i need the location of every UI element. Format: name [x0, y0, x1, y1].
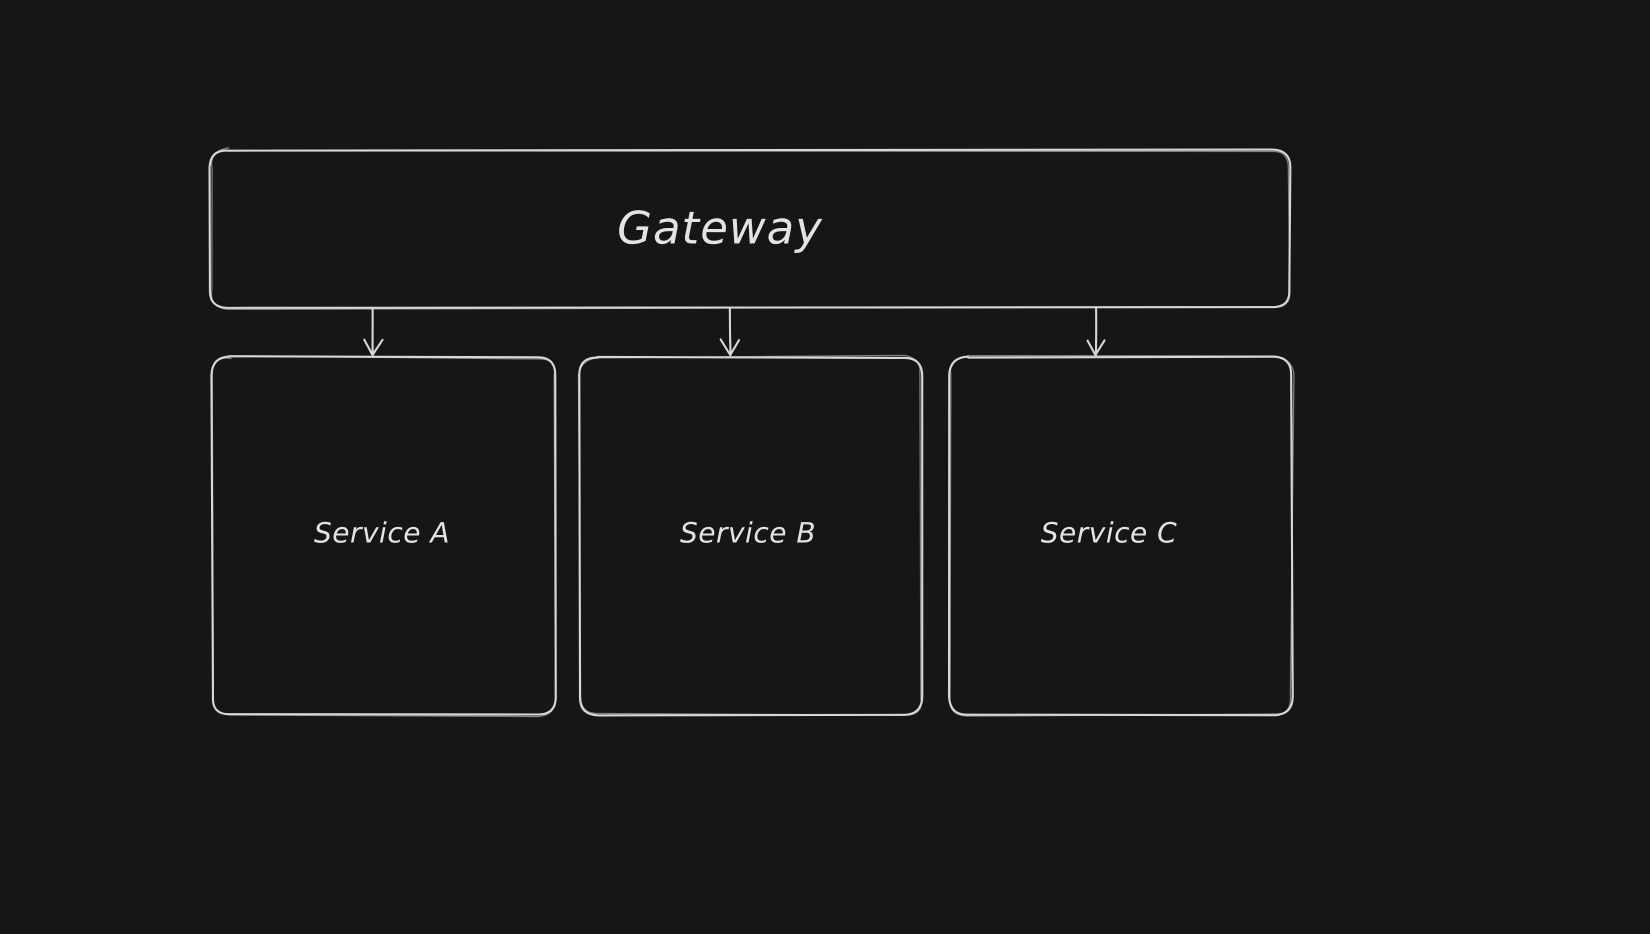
edge-shaft — [728, 306, 732, 357]
node-gateway[interactable] — [208, 147, 1292, 311]
node-outline — [578, 355, 924, 717]
node-outline-underlay — [211, 355, 556, 718]
node-outline-underlay — [577, 354, 922, 716]
node-service-c[interactable] — [947, 354, 1295, 717]
edge-gateway-service-c[interactable] — [1086, 306, 1106, 357]
node-outline — [210, 355, 557, 716]
node-outline — [947, 355, 1294, 717]
edge-arrowhead — [363, 338, 384, 357]
node-outline-underlay — [210, 147, 1291, 311]
node-service-b[interactable] — [577, 354, 924, 717]
node-outline-underlay — [949, 354, 1295, 717]
node-outline — [208, 148, 1292, 309]
edge-arrowhead — [719, 338, 741, 357]
node-service-a[interactable] — [210, 355, 557, 718]
edge-gateway-service-b[interactable] — [719, 306, 741, 357]
edge-gateway-service-a[interactable] — [363, 306, 384, 357]
edge-arrowhead — [1086, 339, 1106, 357]
